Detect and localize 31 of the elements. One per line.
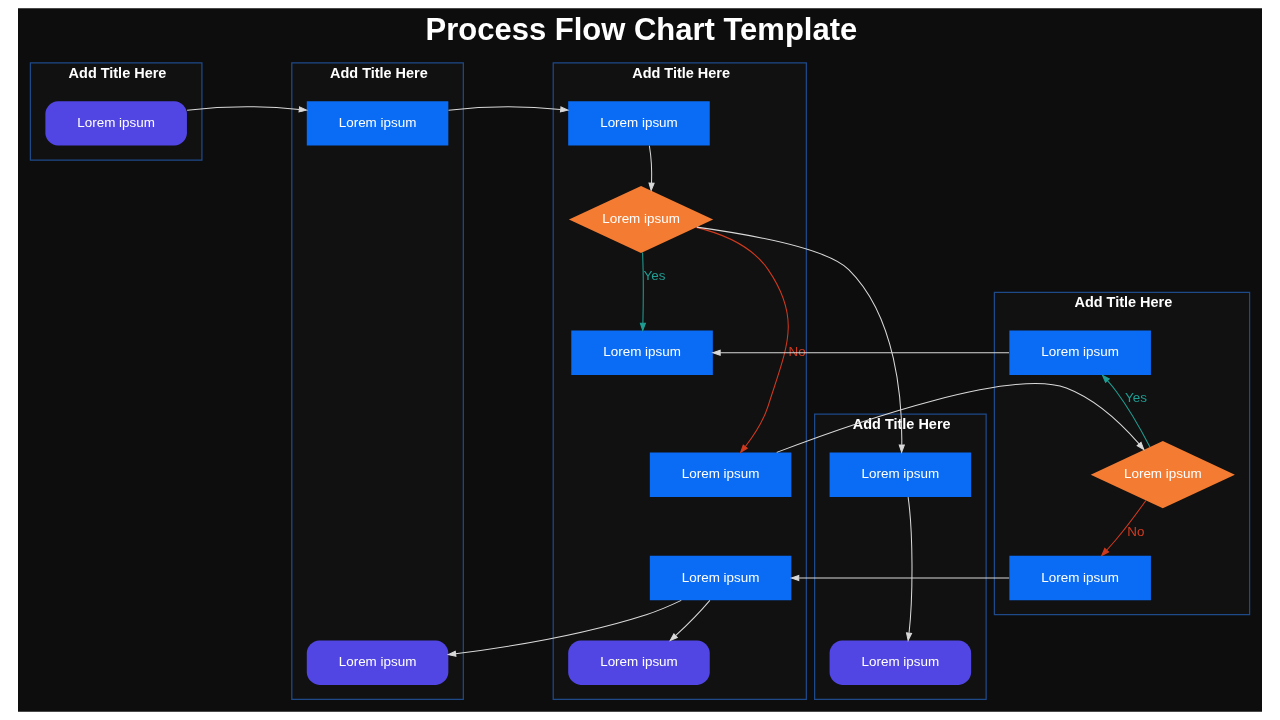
node-diamond: Lorem ipsum — [568, 185, 714, 254]
node-box: Lorem ipsum — [829, 640, 972, 685]
arrow — [905, 496, 913, 642]
node-box: Lorem ipsum — [649, 452, 792, 497]
arrow — [711, 349, 1010, 357]
node-box: Lorem ipsum — [1009, 330, 1151, 375]
arrow — [669, 599, 711, 642]
edge-label: Yes — [643, 268, 666, 284]
arrow — [446, 599, 682, 657]
arrow — [1101, 374, 1151, 448]
node-box: Lorem ipsum — [649, 555, 792, 601]
node-box: Lorem ipsum — [306, 640, 449, 685]
arrow — [648, 145, 655, 192]
node-box: Lorem ipsum — [568, 101, 710, 146]
arrow — [696, 226, 906, 454]
node-box: Lorem ipsum — [568, 640, 710, 685]
node-box: Lorem ipsum — [45, 101, 187, 146]
diagram-title: Process Flow Chart Template — [425, 12, 858, 48]
arrow — [776, 383, 1145, 453]
arrow — [186, 106, 309, 113]
node-box: Lorem ipsum — [829, 452, 972, 497]
arrow — [789, 574, 1010, 582]
arrow — [1100, 499, 1147, 557]
edge-label: Yes — [1124, 390, 1147, 406]
arrow — [448, 106, 570, 113]
edge-label: No — [1127, 523, 1145, 539]
arrow — [639, 251, 647, 332]
node-box: Lorem ipsum — [306, 101, 449, 146]
arrow — [695, 226, 789, 454]
node-box: Lorem ipsum — [1009, 555, 1151, 601]
node-box: Lorem ipsum — [571, 330, 713, 375]
